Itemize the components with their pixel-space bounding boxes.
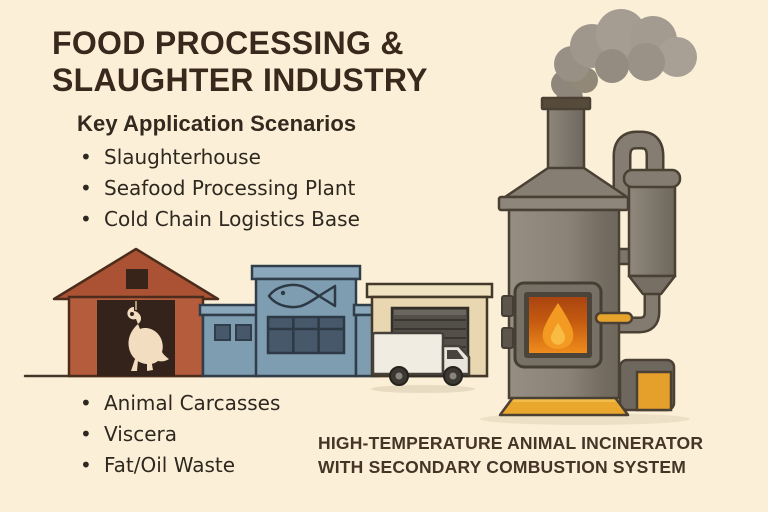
smoke-icon <box>551 9 697 102</box>
burner-unit <box>618 358 676 412</box>
return-pipe <box>614 290 661 334</box>
waste-item: Viscera <box>77 419 280 450</box>
waste-item: Fat/Oil Waste <box>77 450 280 481</box>
truck-wheels <box>389 366 463 386</box>
scenarios-heading: Key Application Scenarios <box>77 111 357 136</box>
flame-icon <box>542 303 574 349</box>
secondary-combustion-chamber <box>622 168 682 296</box>
truck-icon <box>371 331 475 393</box>
scenario-item: Seafood Processing Plant <box>77 173 360 204</box>
scenario-item: Slaughterhouse <box>77 142 360 173</box>
furnace-door <box>501 281 634 369</box>
page-title-line1: FOOD PROCESSING & <box>52 25 404 61</box>
waste-list: Animal Carcasses Viscera Fat/Oil Waste <box>77 388 280 481</box>
fish-icon <box>267 283 337 309</box>
incinerator-illustration <box>480 96 690 425</box>
arch-pipe <box>612 130 665 200</box>
chimney <box>540 96 592 172</box>
hood <box>503 166 629 199</box>
seafood-processing-plant <box>250 264 362 378</box>
low-blue-building <box>198 303 264 378</box>
scenario-list: Slaughterhouse Seafood Processing Plant … <box>77 142 360 235</box>
page-title-line2: SLAUGHTER INDUSTRY <box>52 62 428 98</box>
scenario-item: Cold Chain Logistics Base <box>77 204 360 235</box>
incinerator-caption-line1: HIGH-TEMPERATURE ANIMAL INCINERATOR <box>318 433 704 453</box>
incinerator-caption: HIGH-TEMPERATURE ANIMAL INCINERATOR WITH… <box>318 431 703 479</box>
hanging-carcass-icon <box>127 301 169 371</box>
page-title: FOOD PROCESSING & SLAUGHTER INDUSTRY <box>52 25 428 99</box>
collar <box>497 195 630 212</box>
incinerator-caption-line2: WITH SECONDARY COMBUSTION SYSTEM <box>318 457 687 477</box>
slaughterhouse-barn <box>52 247 220 378</box>
plant-window <box>266 315 346 355</box>
waste-item: Animal Carcasses <box>77 388 280 419</box>
door-handle <box>594 311 634 325</box>
